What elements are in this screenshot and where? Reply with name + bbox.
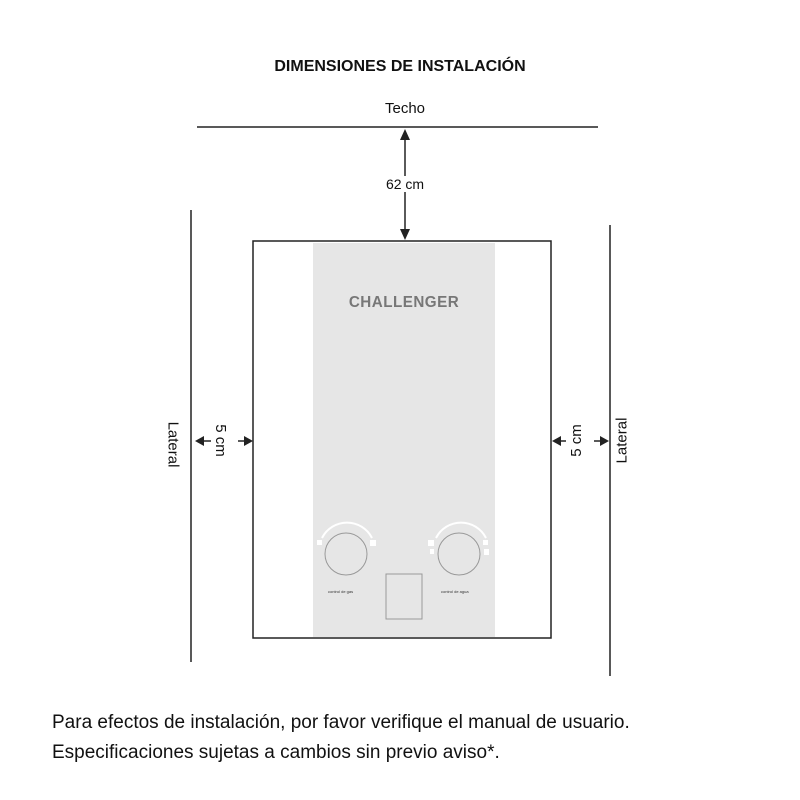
- arrowhead-left-icon: [552, 436, 561, 446]
- arrowhead-up-icon: [400, 129, 410, 140]
- temp-low-icon: [483, 540, 488, 545]
- arrowhead-right-icon: [244, 436, 253, 446]
- flame-low-icon: [317, 540, 322, 545]
- arrowhead-down-icon: [400, 229, 410, 240]
- installation-note: Para efectos de instalación, por favor v…: [52, 708, 630, 768]
- water-knob: [437, 532, 481, 576]
- brand-logo: CHALLENGER: [348, 294, 460, 311]
- diagram-title: DIMENSIONES DE INSTALACIÓN: [274, 58, 526, 75]
- display-window: [385, 573, 423, 620]
- gas-knob-label: control de gas: [328, 589, 354, 594]
- top-clearance-label: 62 cm: [360, 176, 450, 192]
- heater-front-panel: [313, 243, 495, 637]
- right-wall-label: Lateral: [613, 417, 631, 464]
- note-line: Especificaciones sujetas a cambios sin p…: [52, 742, 500, 763]
- gas-knob-arc: [321, 521, 373, 539]
- ceiling-label: Techo: [384, 100, 426, 117]
- left-clearance-label: 5 cm: [211, 424, 229, 457]
- arrowhead-right-icon: [600, 436, 609, 446]
- right-clearance-label: 5 cm: [567, 424, 585, 457]
- drop-icon: [484, 549, 489, 555]
- flame-high-icon: [370, 540, 376, 546]
- arrowhead-left-icon: [195, 436, 204, 446]
- water-knob-label: control de agua: [441, 589, 469, 594]
- left-wall-label: Lateral: [164, 421, 182, 468]
- gas-knob: [324, 532, 368, 576]
- temp-high-icon: [428, 540, 434, 546]
- note-line: Para efectos de instalación, por favor v…: [52, 712, 630, 733]
- drop-icon: [430, 549, 434, 554]
- water-knob-arc: [435, 521, 487, 539]
